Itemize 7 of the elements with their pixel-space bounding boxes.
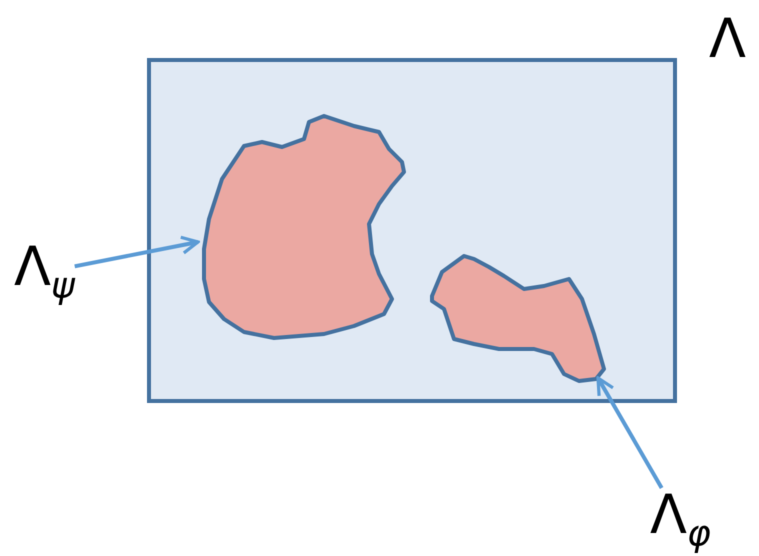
arrow — [74, 236, 200, 268]
subset-symbol: Λ$_{ψ}$ — [14, 240, 75, 305]
subset-symbol: Λ$_{φ}$ — [650, 488, 711, 553]
set-symbol: Λ — [709, 12, 746, 66]
arrow — [596, 376, 664, 489]
region-blob — [202, 114, 406, 340]
region-blob — [430, 254, 606, 383]
